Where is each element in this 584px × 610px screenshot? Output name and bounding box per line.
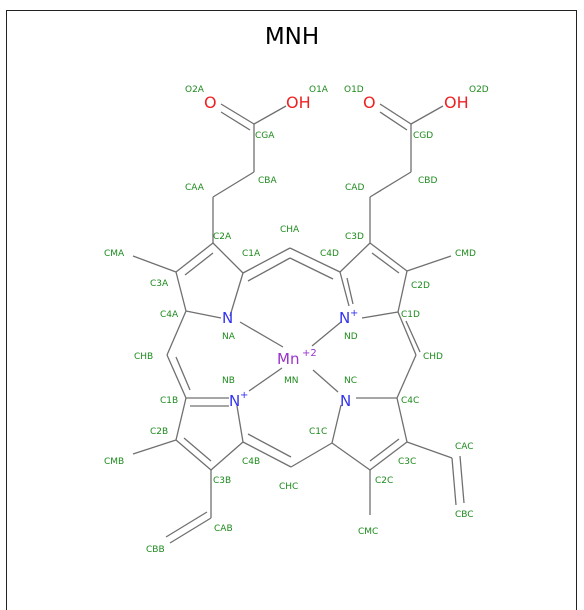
atom-label: O1D <box>344 85 364 95</box>
bond-lines <box>132 103 465 544</box>
nitrogen-b-charge: + <box>240 390 248 401</box>
atom-label: CBD <box>418 176 437 186</box>
manganese-ion: Mn <box>277 350 299 368</box>
atom-label: C2A <box>213 232 232 242</box>
molecule-title: MNH <box>264 24 320 50</box>
nitrogen-b: N <box>229 392 240 410</box>
viewer-frame <box>6 10 577 610</box>
atom-label: CHB <box>134 352 153 362</box>
atom-label: CMD <box>455 249 476 259</box>
atom-label: C2B <box>150 427 168 437</box>
atom-label: CBB <box>146 545 165 555</box>
atom-label: O2D <box>469 85 489 95</box>
atom-label: C4B <box>242 457 260 467</box>
atom-label: C3D <box>345 232 364 242</box>
atom-label: O1A <box>309 85 329 95</box>
atom-label: CBA <box>258 176 277 186</box>
atom-label: CHC <box>279 482 298 492</box>
atom-label: C1C <box>309 427 327 437</box>
atom-label: C4D <box>320 249 339 259</box>
atom-label: C2D <box>411 281 430 291</box>
hydroxyl-a: OH <box>286 93 311 112</box>
atom-label: C4A <box>160 310 179 320</box>
atom-label: C1D <box>401 310 420 320</box>
atom-label: CAA <box>185 183 205 193</box>
atom-label: CHA <box>280 225 300 235</box>
atom-label: NA <box>222 332 236 342</box>
atom-label: CAD <box>345 183 364 193</box>
atom-label: CMA <box>104 249 125 259</box>
nitrogen-c: N <box>340 392 351 410</box>
atom-label: C3B <box>213 476 231 486</box>
atom-label: NB <box>222 376 235 386</box>
atom-label: CMC <box>358 527 378 537</box>
molecule-diagram: N N + N + N Mn +2 O OH O OH O2A O1A O1D … <box>104 85 489 555</box>
nitrogen-d-charge: + <box>350 308 358 319</box>
nitrogen-a: N <box>222 309 233 327</box>
atom-label: NC <box>344 376 357 386</box>
heteroatom-labels: N N + N + N Mn +2 O OH O OH <box>204 93 469 410</box>
atom-label: CGA <box>255 131 275 141</box>
atom-label: C2C <box>375 476 393 486</box>
atom-label: C1A <box>242 249 261 259</box>
atom-label: CGD <box>413 131 433 141</box>
atom-name-labels: O2A O1A O1D O2D CGA CGD CAA CBA CAD CBD … <box>104 85 489 555</box>
atom-label: MN <box>284 376 299 386</box>
atom-label: CAB <box>214 524 233 534</box>
atom-label: CMB <box>104 457 124 467</box>
oxygen-carbonyl-d: O <box>363 93 376 112</box>
atom-label: C3A <box>150 279 169 289</box>
atom-label: CAC <box>455 442 474 452</box>
oxygen-carbonyl-a: O <box>204 93 217 112</box>
atom-label: C4C <box>401 396 419 406</box>
nitrogen-d: N <box>339 309 350 327</box>
atom-label: O2A <box>185 85 205 95</box>
manganese-charge: +2 <box>302 348 317 359</box>
atom-label: ND <box>344 332 358 342</box>
atom-label: CBC <box>455 510 474 520</box>
atom-label: C3C <box>398 457 416 467</box>
hydroxyl-d: OH <box>444 93 469 112</box>
atom-label: C1B <box>160 396 178 406</box>
atom-label: CHD <box>423 352 443 362</box>
